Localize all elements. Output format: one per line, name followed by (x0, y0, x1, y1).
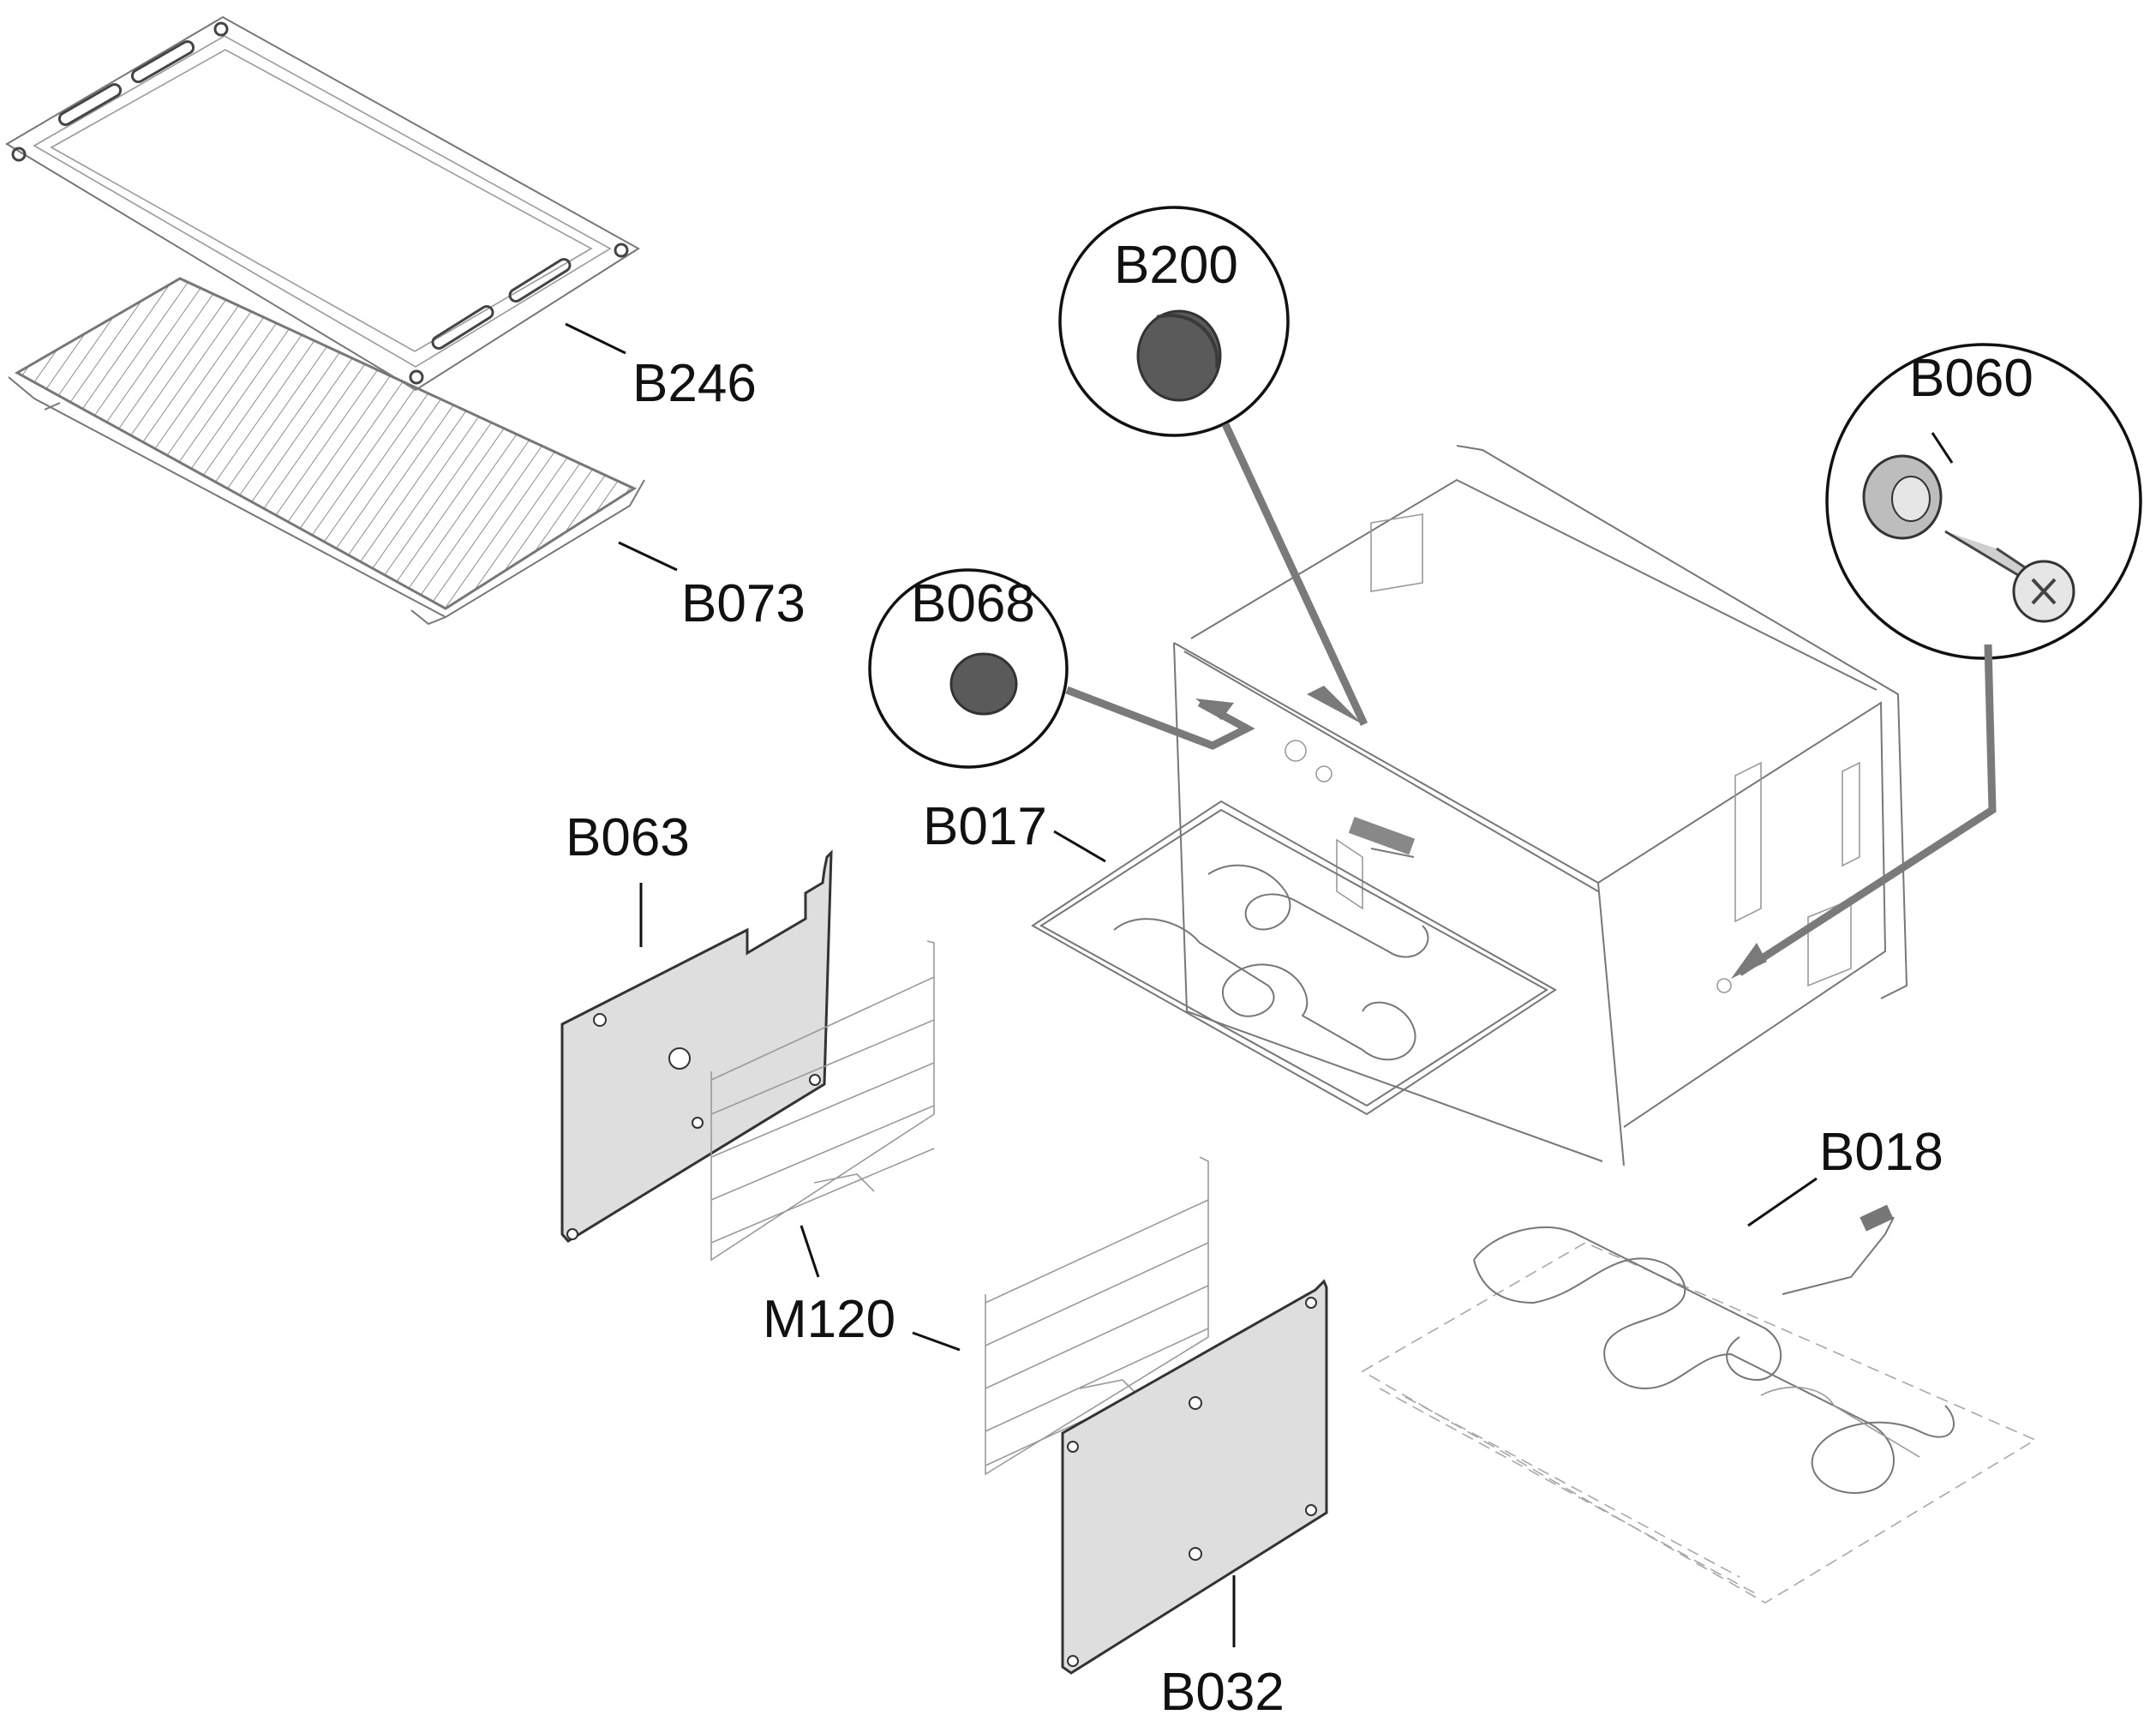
callout-b068 (868, 568, 1069, 769)
side-liner-right (1061, 1279, 1328, 1675)
callout-b200 (1058, 206, 1290, 437)
label-b017: B017 (923, 797, 1047, 856)
label-b200: B200 (1114, 236, 1238, 295)
shelf-support-right (985, 1156, 1209, 1476)
side-liner-left (560, 849, 833, 1243)
arrow-b068 (1065, 686, 1255, 750)
leader-lines (565, 322, 1954, 1647)
callout-b060 (1825, 343, 2142, 660)
label-b246: B246 (632, 354, 757, 413)
oven-cavity (1173, 445, 1908, 1166)
label-b068: B068 (911, 574, 1035, 633)
baking-tray (5, 15, 640, 392)
arrow-b060 (1731, 644, 1997, 979)
label-m120: M120 (763, 1290, 895, 1349)
label-b073: B073 (681, 574, 806, 633)
arrow-b200 (1221, 423, 1368, 726)
label-b032: B032 (1160, 1663, 1285, 1722)
label-b060: B060 (1909, 349, 2033, 408)
lower-heating-element (1031, 800, 1557, 1116)
wire-shelf (8, 277, 645, 626)
shelf-support-left (710, 940, 935, 1262)
upper-heating-element (1361, 1204, 2037, 1604)
label-b063: B063 (566, 808, 690, 867)
label-b018: B018 (1819, 1123, 1943, 1182)
